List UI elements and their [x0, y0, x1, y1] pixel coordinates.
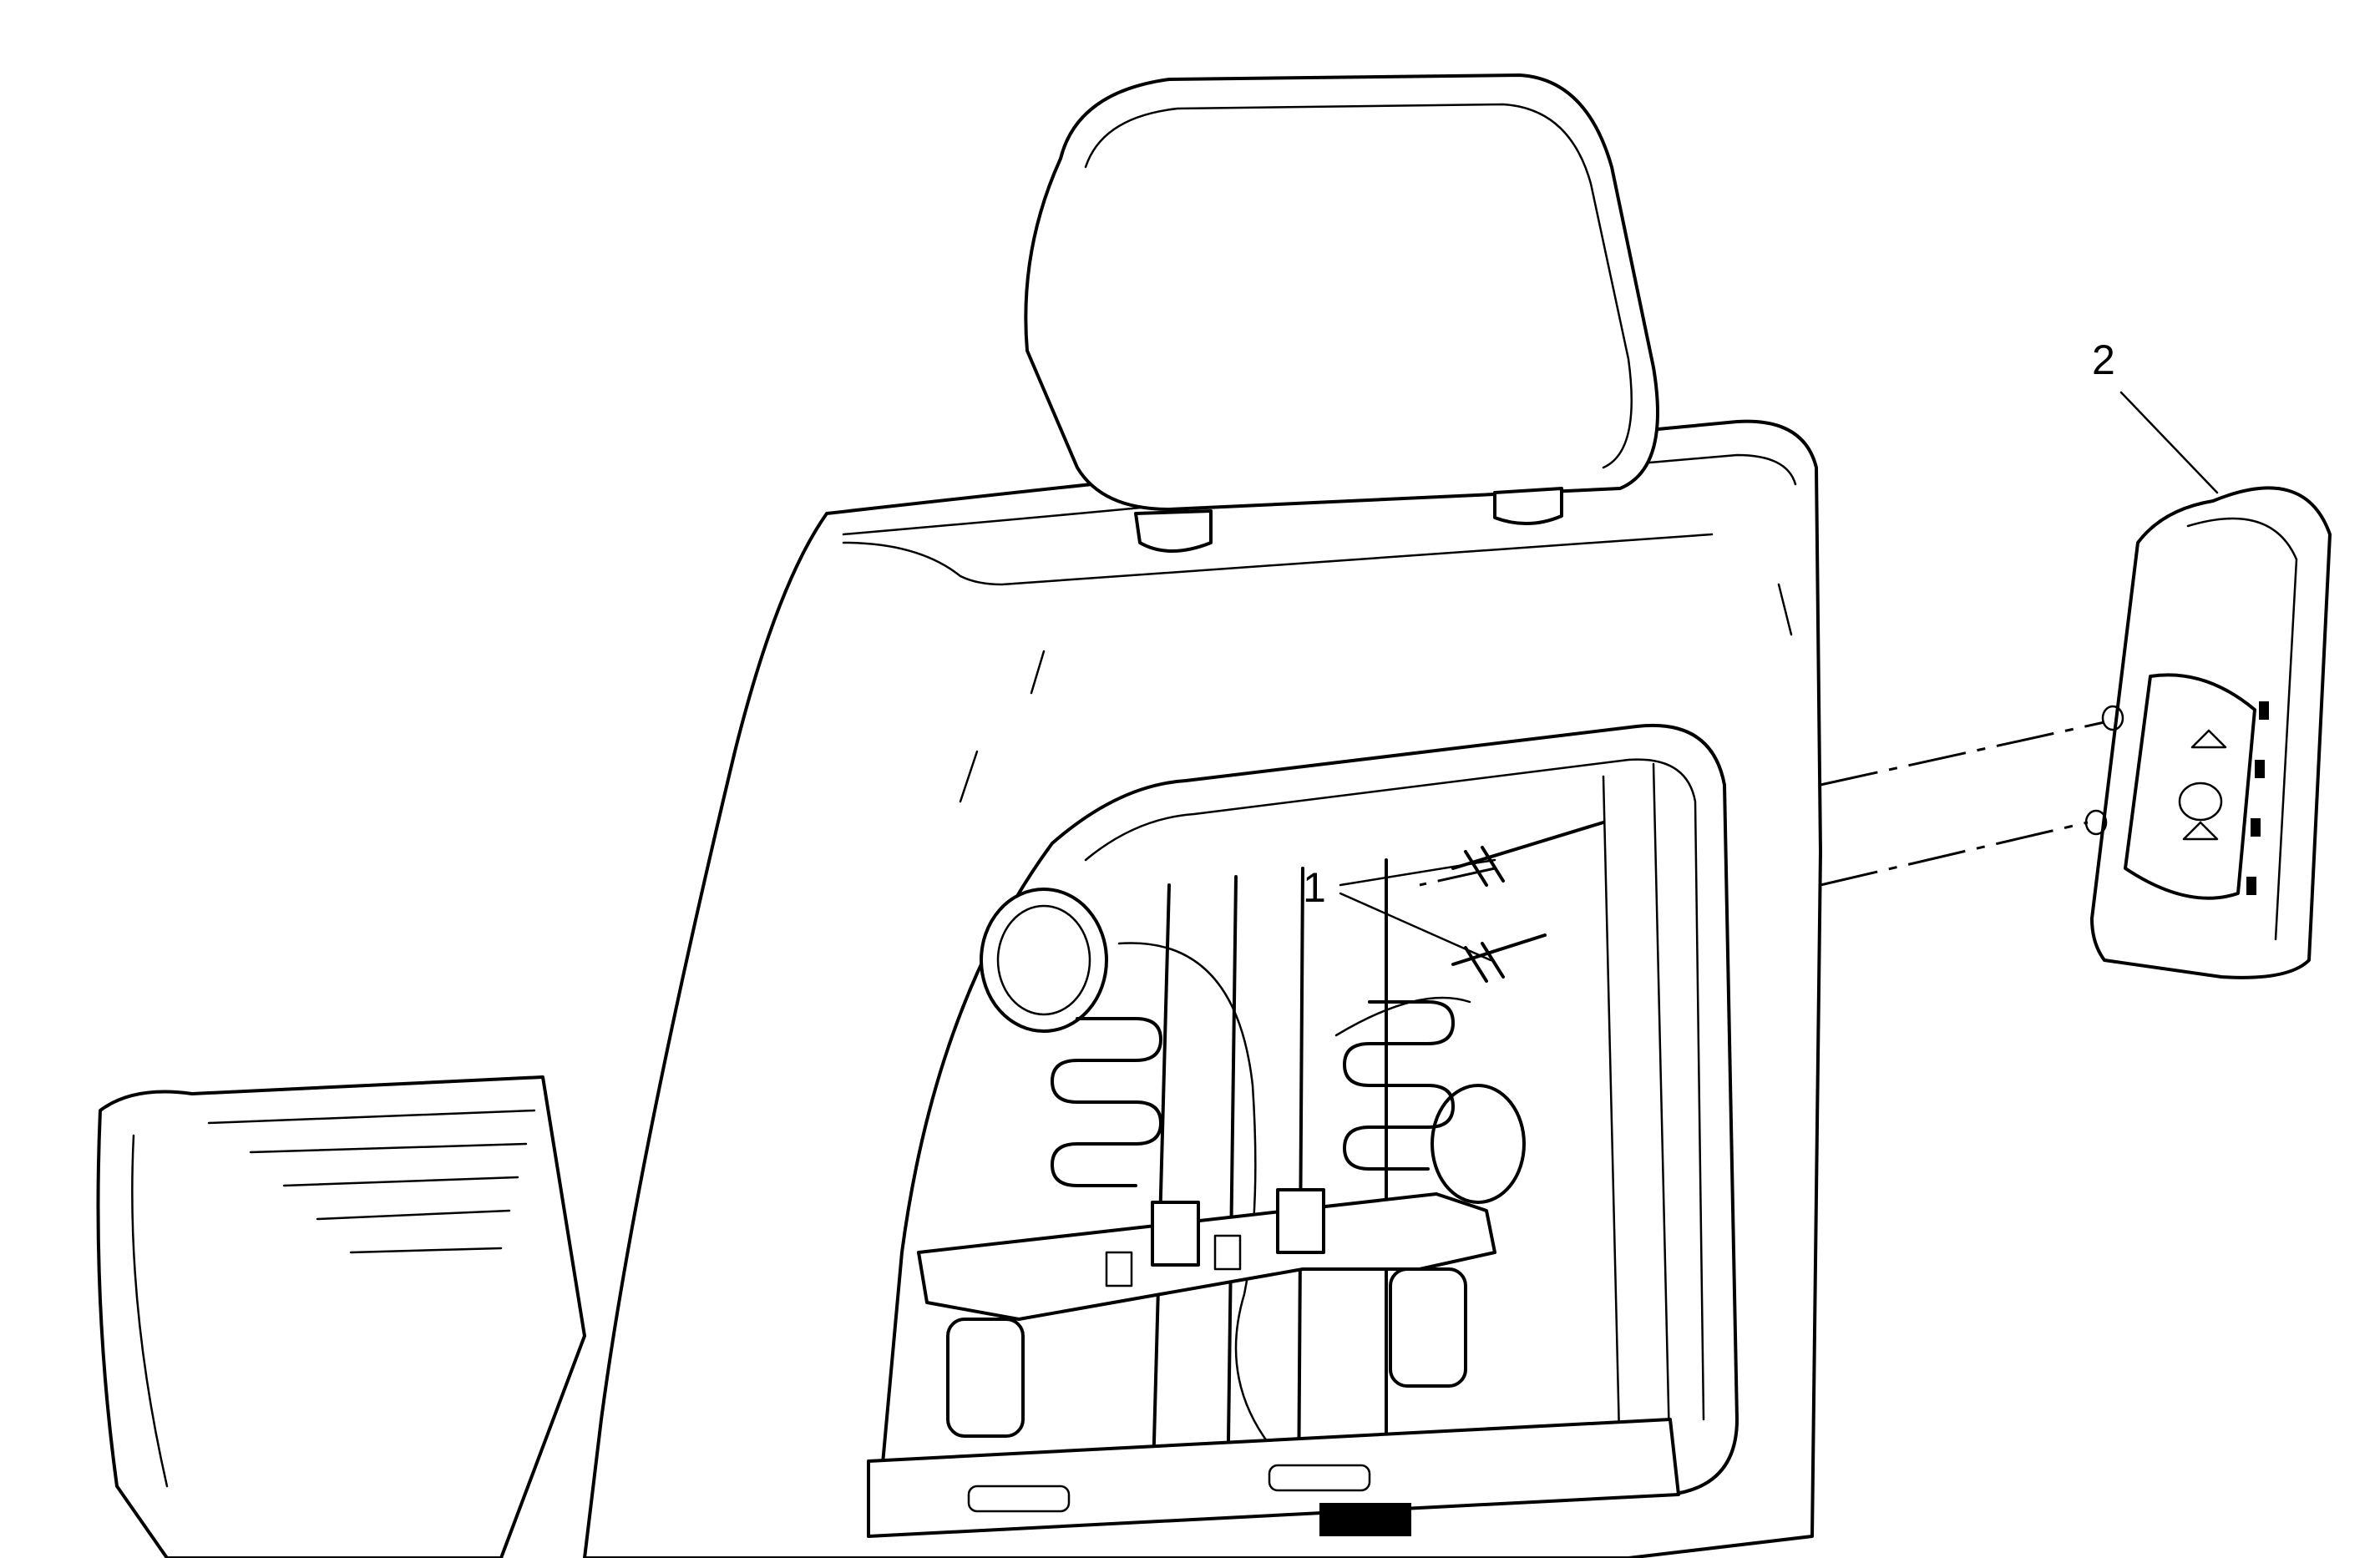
- alignment-lines: [1419, 721, 2105, 887]
- fastener-lower: [1451, 933, 1547, 966]
- headrest: [1024, 73, 1659, 553]
- left-round-component: [980, 888, 1108, 1033]
- right-motor: [1389, 1267, 1467, 1388]
- leader-lines: [1339, 391, 2219, 962]
- side-trim-panel: [2084, 486, 2332, 979]
- callout-1: 1: [1303, 864, 1326, 911]
- leader-1-lower: [1339, 892, 1492, 962]
- left-motor: [946, 1318, 1025, 1438]
- callout-2: 2: [2092, 336, 2115, 383]
- leader-2: [2119, 391, 2219, 494]
- fasteners: [1451, 821, 1605, 983]
- seat-internal-frame: [867, 858, 1680, 1538]
- right-round-component: [1431, 1084, 1526, 1204]
- leader-1-upper: [1339, 858, 1496, 887]
- seat-cushion: [96, 1075, 586, 1558]
- fastener-upper: [1451, 821, 1605, 870]
